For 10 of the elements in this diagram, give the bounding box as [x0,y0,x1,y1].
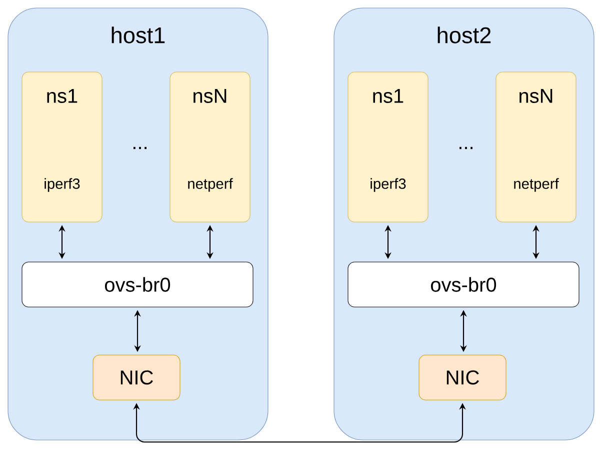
namespace-box: nsN netperf [170,72,250,222]
nic-box: NIC [418,354,506,400]
namespace-box: ns1 iperf3 [348,72,428,222]
namespace-box: nsN netperf [496,72,576,222]
bridge-box: ovs-br0 [348,262,580,308]
ellipsis: ... [134,146,146,150]
ellipsis: ... [459,146,472,150]
nic-box: NIC [92,354,180,400]
namespace-box: ns1 iperf3 [22,72,102,222]
bridge-box: ovs-br0 [22,262,254,308]
